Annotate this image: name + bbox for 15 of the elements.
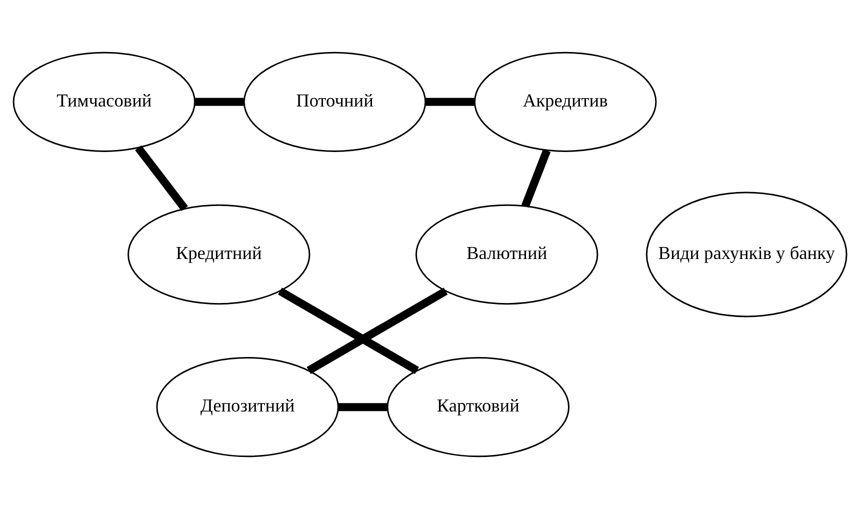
node-ellipse: Види рахунків у банку xyxy=(646,191,848,317)
node-ellipse: Депозитний xyxy=(156,356,339,457)
connector xyxy=(338,402,388,411)
connector xyxy=(426,97,474,106)
node-ellipse: Поточний xyxy=(243,51,426,152)
connector xyxy=(195,97,244,106)
connector xyxy=(521,148,551,208)
node-ellipse: Кредитний xyxy=(128,204,310,304)
connector xyxy=(278,287,419,374)
node-ellipse: Картковий xyxy=(386,356,570,457)
connector xyxy=(135,144,188,210)
node-ellipse: Тимчасовий xyxy=(12,51,196,152)
node-ellipse: Акредитив xyxy=(474,51,657,152)
node-ellipse: Валютний xyxy=(415,204,598,304)
connector xyxy=(306,287,448,374)
